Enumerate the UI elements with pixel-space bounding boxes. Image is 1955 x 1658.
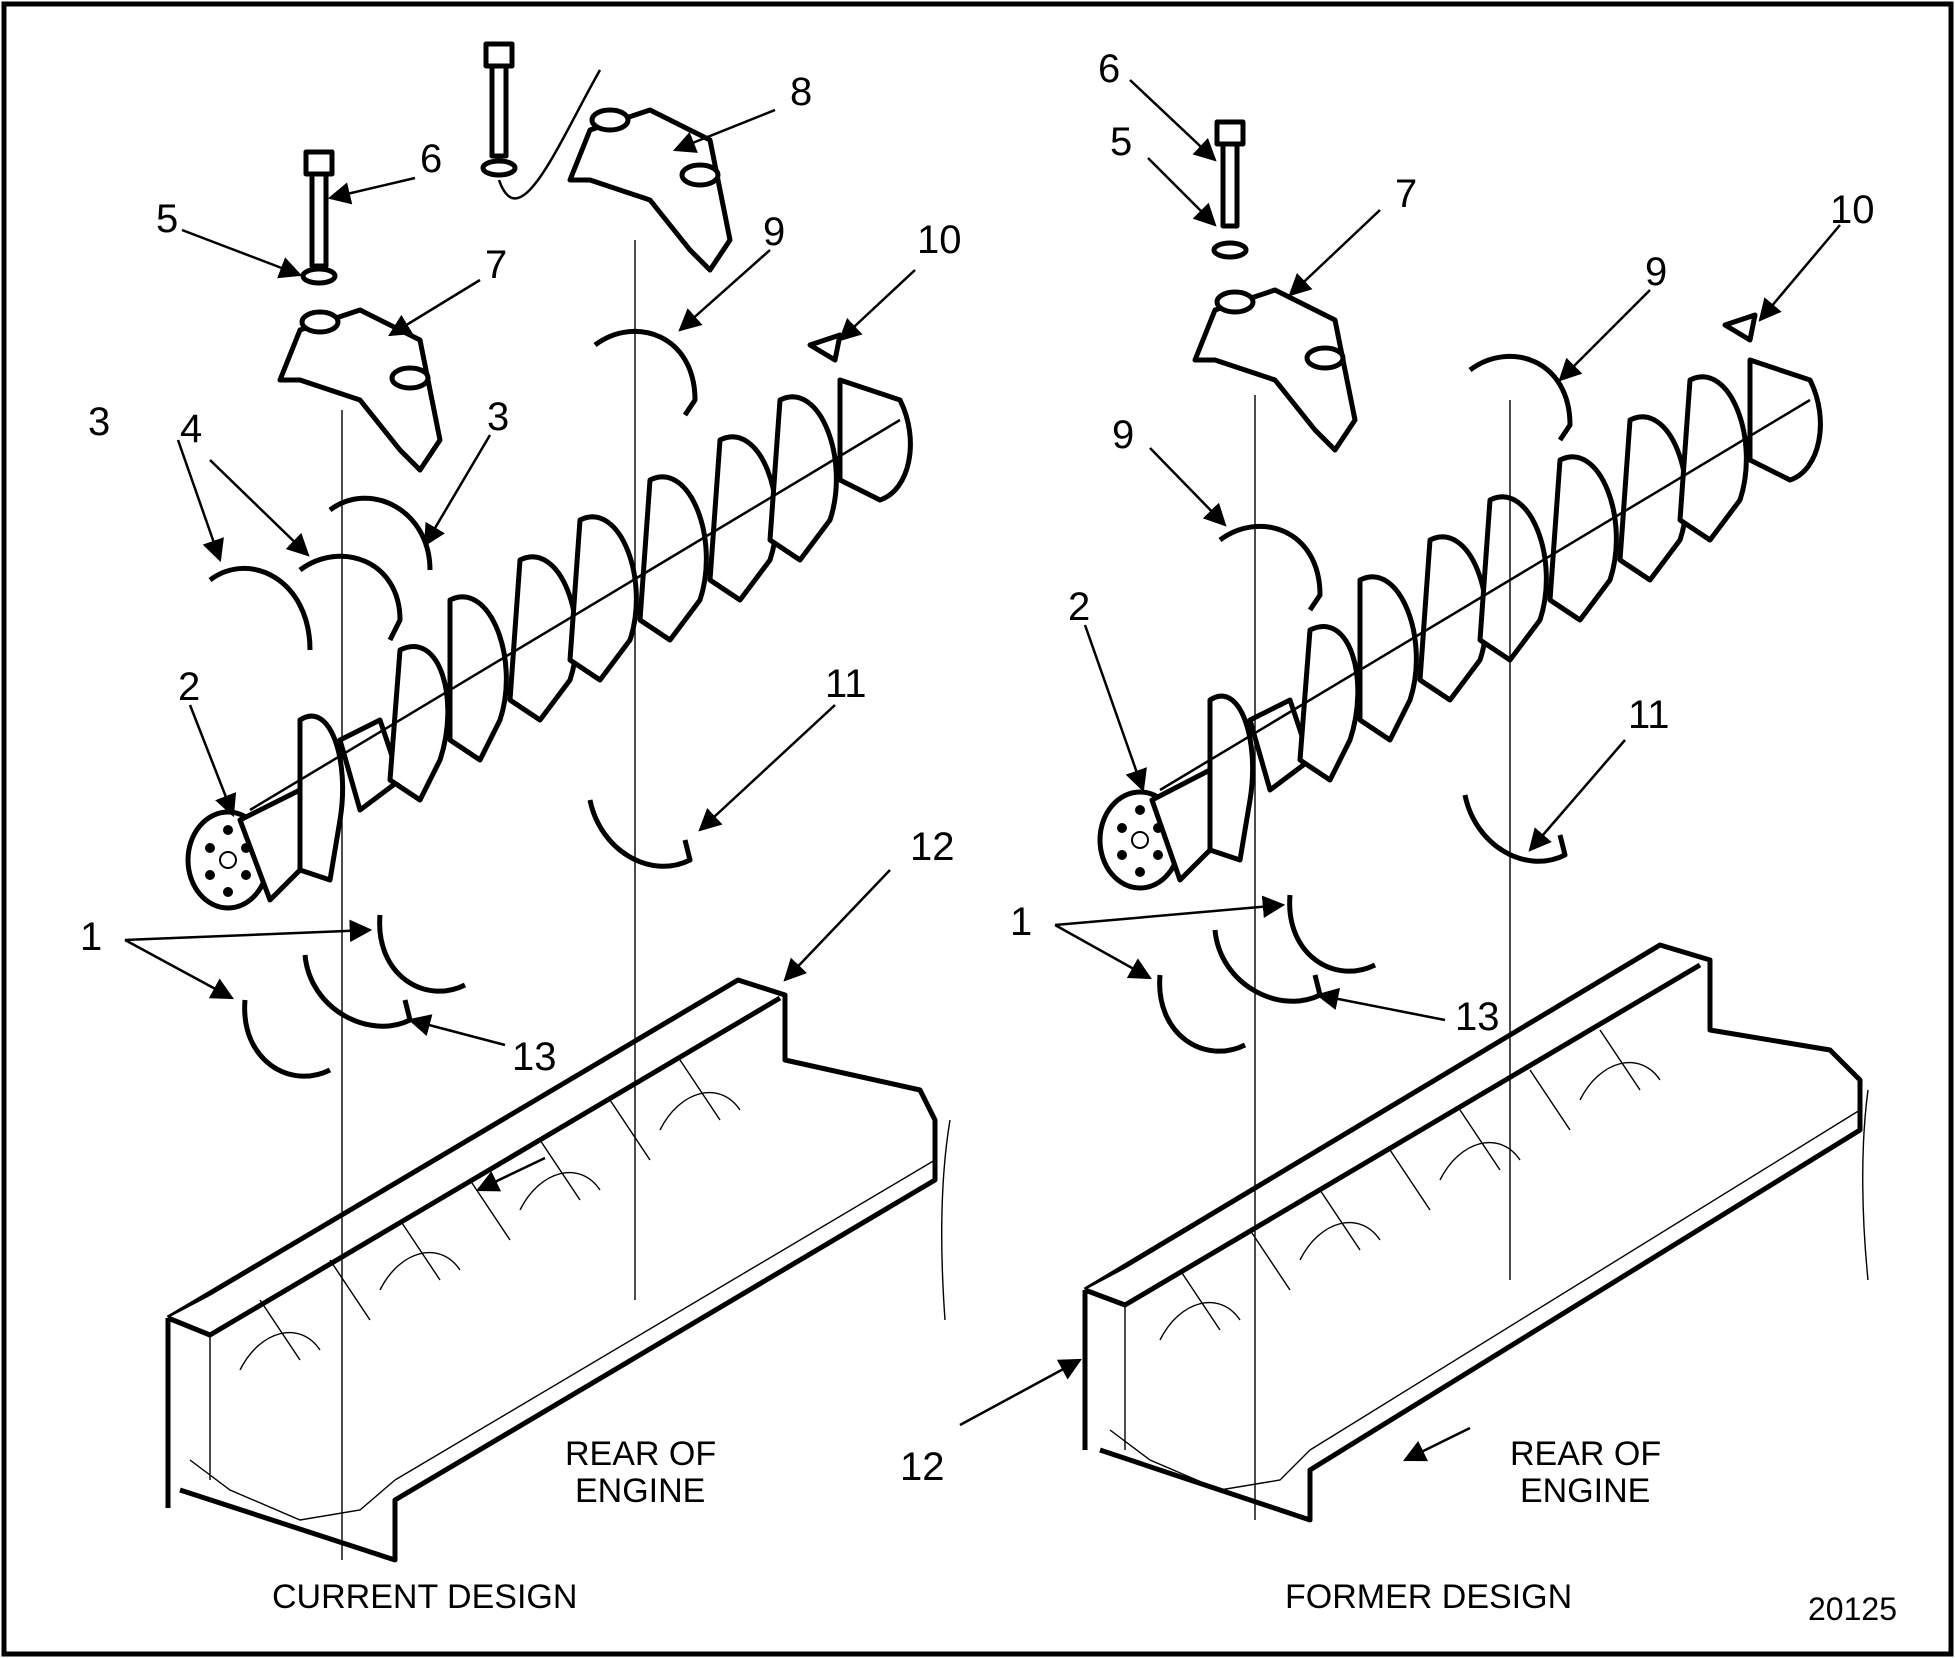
callout-current: 9 <box>763 210 785 254</box>
callout-current: 4 <box>180 407 202 451</box>
callout-current: 12 <box>910 825 955 869</box>
callout-former: 1 <box>1010 900 1032 944</box>
lower-bearing-shell-11 <box>587 799 693 869</box>
cylinder-block <box>1082 942 1869 1523</box>
callout-current: 11 <box>825 662 867 706</box>
thrust-ring-1a <box>1157 974 1247 1054</box>
main-bearing-cap-7 <box>277 307 443 473</box>
woodruff-key-10 <box>1722 312 1758 343</box>
rear-of-engine-label: ENGINE <box>575 1472 705 1510</box>
current-design-caption: CURRENT DESIGN <box>272 1578 577 1616</box>
woodruff-key-10 <box>807 332 843 363</box>
callout-former: 5 <box>1110 120 1132 164</box>
crankshaft <box>185 377 913 911</box>
thrust-ring-1a <box>242 999 332 1079</box>
upper-bearing-shell-4 <box>298 553 403 642</box>
lower-bearing-shell-13 <box>302 954 413 1029</box>
thrust-ring-1b <box>1287 894 1377 974</box>
cylinder-block <box>165 977 951 1563</box>
main-bearing-bolt-8 <box>480 41 602 200</box>
former-design-panel: 2 1 5 6 7 9 9 10 11 12 13 REAR OF ENGINE… <box>900 47 1875 1616</box>
crankshaft <box>1097 357 1823 891</box>
upper-bearing-shell-9a <box>1468 353 1573 442</box>
callout-current: 13 <box>512 1035 557 1079</box>
thrust-washer-3b <box>328 495 433 571</box>
callout-former: 2 <box>1068 585 1090 629</box>
current-design-panel: 2 1 3 4 3 5 6 7 8 9 10 11 12 13 REAR OF … <box>80 41 962 1616</box>
callout-current: 2 <box>178 665 200 709</box>
former-design-caption: FORMER DESIGN <box>1285 1578 1572 1616</box>
thrust-washer-3a <box>208 566 313 651</box>
thrust-ring-1b <box>377 914 467 994</box>
callout-current: 8 <box>790 70 812 114</box>
callout-former: 11 <box>1628 693 1670 737</box>
callout-former: 13 <box>1455 995 1500 1039</box>
callout-current: 5 <box>156 197 178 241</box>
figure-number: 20125 <box>1808 1591 1897 1627</box>
main-bearing-bolt <box>300 149 338 286</box>
callout-current: 1 <box>80 915 102 959</box>
upper-bearing-shell-9 <box>593 328 698 417</box>
callout-current: 6 <box>420 137 442 181</box>
callout-current: 7 <box>485 243 507 287</box>
rear-of-engine-label: REAR OF <box>565 1435 716 1473</box>
callout-current: 10 <box>917 218 962 262</box>
callout-former: 9 <box>1645 250 1667 294</box>
main-bearing-bolt <box>1211 119 1249 260</box>
callout-current: 3 <box>487 395 509 439</box>
callout-former: 6 <box>1098 47 1120 91</box>
callout-current: 3 <box>88 400 110 444</box>
callout-former: 10 <box>1830 188 1875 232</box>
main-bearing-cap-8 <box>567 107 733 273</box>
upper-bearing-shell-9b <box>1218 523 1323 612</box>
callout-former: 9 <box>1112 413 1134 457</box>
rear-of-engine-label: ENGINE <box>1520 1472 1650 1510</box>
rear-of-engine-label: REAR OF <box>1510 1435 1661 1473</box>
lower-bearing-shell-13 <box>1212 929 1323 1004</box>
callout-former: 7 <box>1395 172 1417 216</box>
main-bearing-cap-7 <box>1192 287 1358 453</box>
callout-former: 12 <box>900 1445 945 1489</box>
